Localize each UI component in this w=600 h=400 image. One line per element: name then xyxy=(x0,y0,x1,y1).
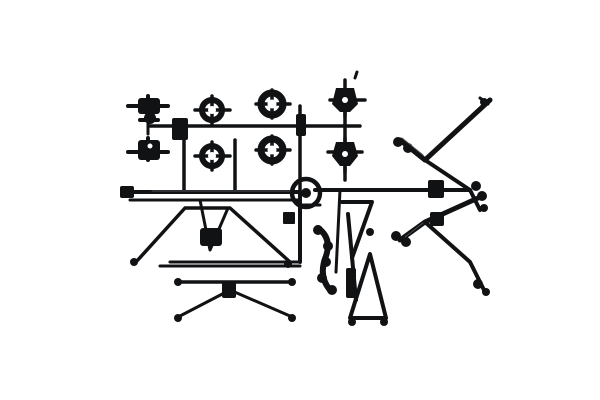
hub-carrier-1 xyxy=(193,94,232,126)
steering-knuckle-top xyxy=(328,70,367,118)
lower-cross-arms xyxy=(158,264,302,322)
steering-knuckle-bottom xyxy=(326,136,364,174)
upright-part-left-top xyxy=(126,94,170,136)
hub-carrier-3 xyxy=(254,88,292,120)
a-arm-lower-right xyxy=(391,195,490,296)
upright-part-left-bottom xyxy=(126,136,170,162)
hub-carrier-2 xyxy=(193,140,232,172)
lower-arm-left xyxy=(130,198,292,268)
center-gate xyxy=(289,176,323,210)
hub-carrier-4 xyxy=(254,134,292,166)
a-arm-upper-right xyxy=(393,96,493,212)
plastic-highlights xyxy=(151,137,424,238)
vertical-triangle-arm xyxy=(340,200,388,326)
gear-bracket xyxy=(313,225,337,295)
